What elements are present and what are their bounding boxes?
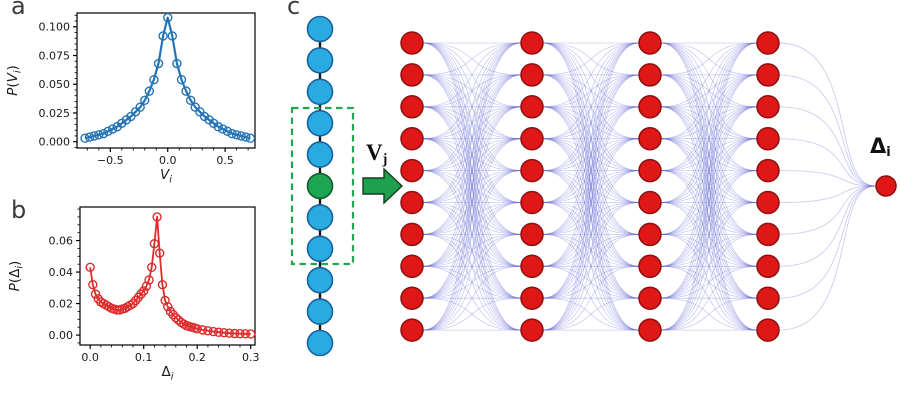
input-vector-label-sub: j [382,151,388,168]
svg-text:0.00: 0.00 [49,329,74,342]
svg-text:0.0: 0.0 [81,351,99,364]
svg-text:0.000: 0.000 [39,135,71,148]
svg-text:0.5: 0.5 [216,154,234,167]
svg-text:0.2: 0.2 [188,351,206,364]
svg-text:0.1: 0.1 [135,351,153,364]
svg-text:0.0: 0.0 [159,154,177,167]
svg-text:0.3: 0.3 [242,351,260,364]
svg-text:0.075: 0.075 [39,49,71,62]
svg-text:0.100: 0.100 [39,21,71,34]
panel-a-label: a [11,0,26,20]
svg-text:0.050: 0.050 [39,78,71,91]
svg-text:Vi: Vi [160,167,172,185]
svg-text:P(Δi): P(Δi) [7,261,25,292]
panel-b-label: b [11,196,27,224]
output-label-main: Δ [870,134,887,158]
svg-text:0.04: 0.04 [49,266,74,279]
svg-text:0.025: 0.025 [39,107,71,120]
panel-c-label: c [287,0,301,20]
output-label: Δi [870,134,891,161]
svg-text:0.02: 0.02 [49,297,74,310]
svg-text:P(Vi): P(Vi) [5,65,23,96]
output-label-sub: i [886,145,891,161]
neural-network-diagram [290,15,897,357]
input-vector-label-main: V [366,140,383,165]
svg-text:−0.5: −0.5 [97,154,124,167]
svg-text:Δi: Δi [162,364,174,382]
svg-text:0.06: 0.06 [49,234,74,247]
input-vector-label: Vj [366,141,387,167]
